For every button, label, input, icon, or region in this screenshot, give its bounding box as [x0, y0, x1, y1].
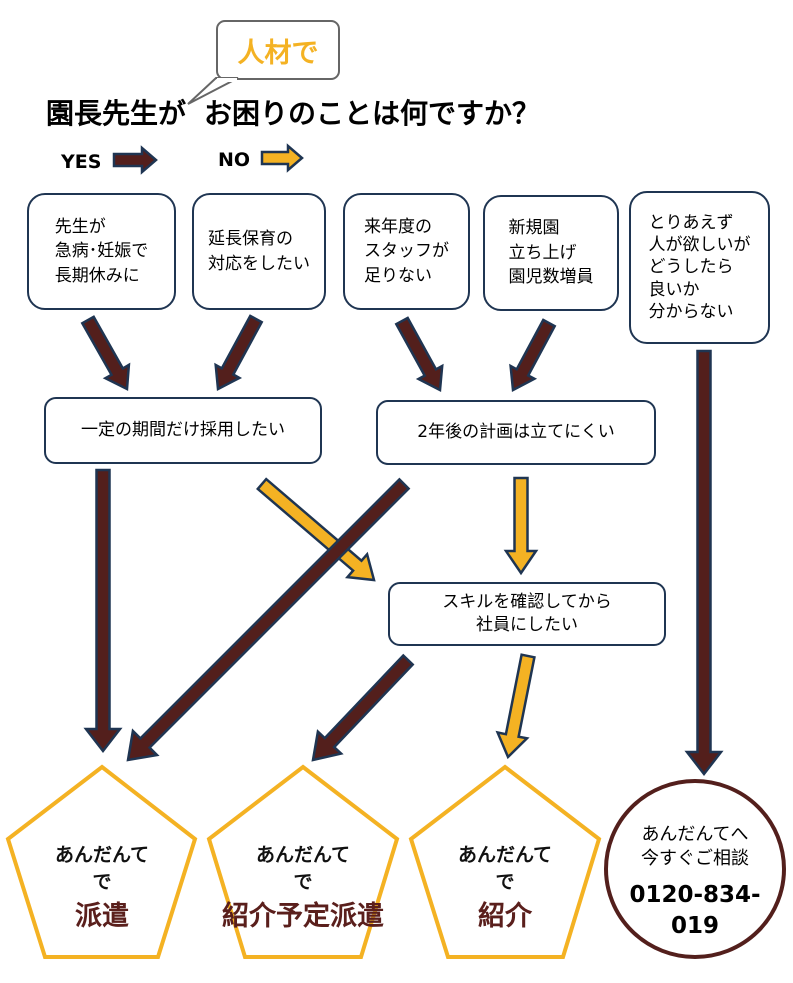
arrow-q1-to-m1 [80, 315, 131, 391]
question-box-staff-shortage: 来年度の スタッフが 足りない [343, 193, 470, 310]
arrow-m2-to-check-skills [503, 476, 539, 576]
pentagon-shokai-yotei-haken [206, 764, 400, 959]
question-box-extended-care: 延長保育の 対応をしたい [192, 193, 326, 310]
condition-box-check-skills: スキルを確認してから 社員にしたい [388, 582, 666, 646]
outcome-shokai: あんだんて で 紹介 [411, 840, 599, 933]
outcome-service: 紹介 [478, 901, 532, 932]
legend-no-label: NO [218, 149, 251, 171]
page-title: 園長先生がお困りのことは何ですか？ [46, 92, 540, 132]
legend-no-arrow-icon [260, 143, 304, 173]
title-part1: 園長先生が [46, 97, 187, 130]
outcome-line1: あんだんて [457, 844, 553, 866]
outcome-service: 紹介予定派遣 [222, 901, 384, 932]
question-text: とりあえず 人が欲しいが どうしたら 良いか 分からない [648, 213, 751, 322]
condition-box-fixed-term: 一定の期間だけ採用したい [44, 397, 322, 464]
arrow-m1-to-check-skills [256, 477, 376, 582]
arrow-q3-to-m2 [394, 316, 444, 392]
question-text: 来年度の スタッフが 足りない [364, 216, 449, 286]
question-text: 新規園 立ち上げ 園児数増員 [508, 218, 594, 288]
arrow-q5-to-contact [684, 349, 724, 777]
condition-text: スキルを確認してから 社員にしたい [442, 592, 612, 635]
question-text: 延長保育の 対応をしたい [208, 228, 310, 274]
legend-yes-label: YES [61, 151, 102, 173]
arrow-q2-to-m1 [214, 314, 264, 391]
pentagon-haken [5, 764, 198, 959]
outcome-line2: で [92, 871, 112, 893]
speech-bubble-tail [187, 77, 239, 105]
contact-info: あんだんてへ 今すぐご相談 0120-834-019 [606, 823, 784, 942]
arrow-q4-to-m2 [509, 318, 557, 392]
arrow-m2-to-haken [126, 477, 411, 762]
contact-line2: 今すぐご相談 [641, 848, 749, 870]
legend-yes-arrow-icon [112, 145, 158, 175]
arrow-m1-to-haken [83, 468, 123, 754]
outcome-service: 派遣 [75, 901, 129, 932]
outcome-line1: あんだんて [54, 844, 150, 866]
question-box-sudden-leave: 先生が 急病･妊娠で 長期休みに [27, 193, 176, 310]
outcome-haken: あんだんて で 派遣 [8, 840, 196, 933]
question-box-unsure: とりあえず 人が欲しいが どうしたら 良いか 分からない [629, 191, 770, 344]
arrow-m3-to-shokai [495, 653, 536, 760]
bubble-text: 人材で [237, 37, 319, 69]
question-text: 先生が 急病･妊娠で 長期休みに [54, 216, 149, 286]
contact-phone-number[interactable]: 0120-834-019 [629, 881, 761, 939]
outcome-line1: あんだんて [255, 844, 351, 866]
speech-bubble: 人材で [216, 20, 340, 80]
arrow-m3-to-shokai-yotei [311, 653, 415, 762]
question-box-new-school: 新規園 立ち上げ 園児数増員 [483, 195, 619, 311]
outcome-line2: で [495, 871, 515, 893]
condition-box-hard-to-plan: 2年後の計画は立てにくい [376, 400, 656, 465]
contact-line1: あんだんてへ [641, 824, 749, 845]
pentagon-shokai [408, 764, 602, 959]
title-part2: お困りのことは何ですか？ [204, 97, 541, 130]
condition-text: 一定の期間だけ採用したい [81, 420, 285, 441]
outcome-line2: で [293, 871, 313, 893]
condition-text: 2年後の計画は立てにくい [417, 422, 615, 443]
outcome-shokai-yotei-haken: あんだんて で 紹介予定派遣 [200, 840, 406, 933]
contact-circle [604, 779, 786, 959]
